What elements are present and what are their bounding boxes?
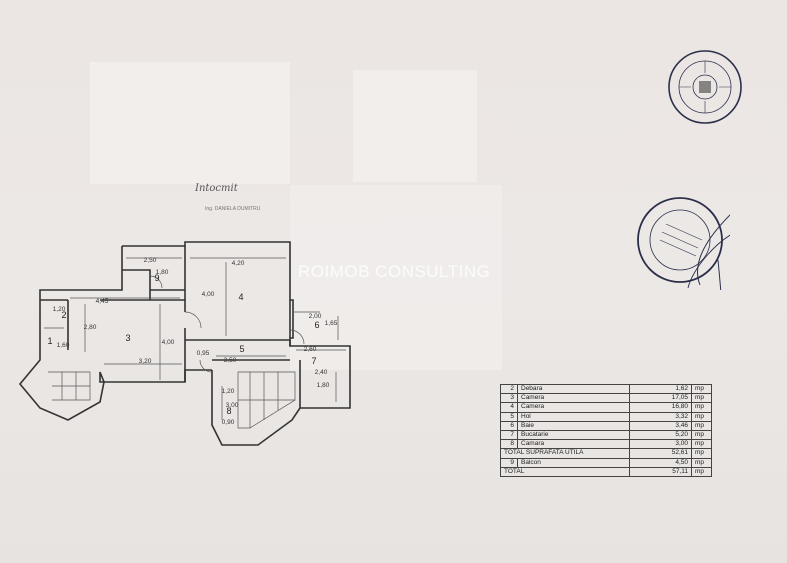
row-value: 52,61	[629, 448, 692, 459]
row-value: 5,20	[629, 429, 692, 441]
row-unit: mp	[691, 411, 712, 422]
dim-label: 2,60	[304, 346, 317, 353]
row-value: 3,32	[629, 411, 692, 422]
row-number: 5	[500, 411, 518, 422]
room-number: 3	[125, 333, 130, 343]
row-total-label: TOTAL SUPRAFATA UTILA	[500, 448, 630, 459]
dim-label: 0,95	[197, 350, 210, 357]
dim-label: 2,40	[315, 369, 328, 376]
room-number: 4	[238, 292, 243, 302]
row-unit: mp	[691, 457, 712, 468]
dim-label: 1,20	[53, 306, 66, 313]
row-value: 3,00	[629, 439, 692, 450]
row-unit: mp	[691, 429, 712, 441]
row-name: Camera	[517, 393, 630, 404]
row-value: 16,80	[629, 402, 692, 413]
row-unit: mp	[691, 420, 712, 431]
ministry-stamp	[637, 197, 730, 290]
room-number: 8	[226, 406, 231, 416]
row-name: Balcon	[517, 457, 630, 468]
scan-light-patch	[90, 62, 290, 184]
row-value: 3,46	[629, 420, 692, 431]
ancpi-stamp	[668, 50, 742, 124]
dim-label: 1,20	[222, 388, 235, 395]
dim-label: 4,00	[162, 339, 175, 346]
room-number: 6	[314, 320, 319, 330]
scan-light-patch	[290, 185, 502, 370]
dim-label: 1,60	[57, 342, 70, 349]
dim-label: 3,50	[224, 357, 237, 364]
dim-label: 4,00	[202, 291, 215, 298]
row-unit: mp	[691, 439, 712, 450]
room-number: 9	[154, 273, 159, 283]
row-value: 4,50	[629, 457, 692, 468]
row-unit: mp	[691, 393, 712, 404]
row-name: Camera	[517, 402, 630, 413]
row-number: 7	[500, 429, 518, 441]
signature: Intocmit	[195, 183, 238, 194]
row-name: Baie	[517, 420, 630, 431]
row-name: Hol	[517, 411, 630, 422]
row-name: Camara	[517, 439, 630, 450]
row-unit: mp	[691, 383, 712, 395]
room-number: 2	[61, 310, 66, 320]
row-unit: mp	[691, 402, 712, 413]
row-number: 4	[500, 402, 518, 413]
row-number: 3	[500, 393, 518, 404]
row-name: Debara	[517, 383, 630, 395]
row-total-label: TOTAL	[500, 466, 630, 477]
dim-label: 4,45	[96, 298, 109, 305]
row-value: 1,62	[629, 383, 692, 395]
row-number: 2	[500, 383, 518, 395]
signature-subtext: Ing. DANIELA DUMITRU	[205, 206, 261, 212]
row-number: 9	[500, 457, 518, 468]
dim-label: 0,90	[222, 419, 235, 426]
row-value: 57,11	[629, 466, 692, 477]
dim-label: 3,20	[139, 358, 152, 365]
room-number: 5	[239, 344, 244, 354]
dim-label: 1,65	[325, 320, 338, 327]
dim-label: 4,20	[232, 260, 245, 267]
row-number: 6	[500, 420, 518, 431]
row-name: Bucatarie	[517, 429, 630, 441]
room-number: 7	[311, 356, 316, 366]
dim-label: 2,50	[144, 257, 157, 264]
row-unit: mp	[691, 466, 712, 477]
dim-label: 2,80	[84, 324, 97, 331]
row-unit: mp	[691, 448, 712, 459]
row-number: 8	[500, 439, 518, 450]
room-number: 1	[47, 336, 52, 346]
row-value: 17,05	[629, 393, 692, 404]
dim-label: 1,80	[156, 269, 169, 276]
dim-label: 2,00	[309, 313, 322, 320]
dim-label: 1,80	[317, 382, 330, 389]
scan-light-patch	[353, 70, 477, 182]
dim-label: 3,00	[226, 402, 239, 409]
watermark: ROIMOB CONSULTING	[298, 262, 491, 281]
